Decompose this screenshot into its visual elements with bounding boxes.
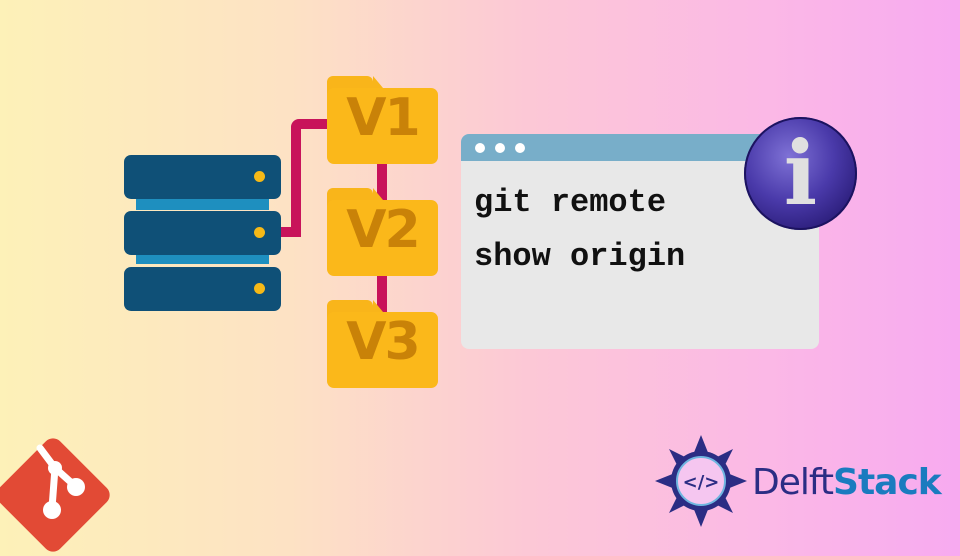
svg-text:</>: </> [683,472,720,493]
brand-name-part2: Stack [833,462,942,503]
server-unit [124,211,281,255]
server-unit [124,155,281,199]
server-band [136,252,269,264]
server-band [136,198,269,210]
folder-label: V1 [346,88,420,148]
folder-v2-icon: V2 [327,188,438,276]
git-branch-icon [36,444,85,519]
window-dot-icon [495,143,505,153]
command-line-2: show origin [474,238,686,275]
terminal-command: git remote show origin [474,176,685,284]
folder-label: V3 [346,312,420,372]
folder-v1-icon: V1 [327,76,438,164]
folder-v3-icon: V3 [327,300,438,388]
window-dot-icon [475,143,485,153]
terminal-window: git remote show origin [461,134,819,349]
folder-label: V2 [346,200,420,260]
window-dot-icon [515,143,525,153]
brand-name-part1: Delft [752,462,834,503]
info-icon: i [744,117,857,230]
delftstack-logo-icon: </> [655,435,747,527]
server-unit [124,267,281,311]
delftstack-wordmark: DelftStack [752,462,942,503]
command-line-1: git remote [474,184,667,221]
